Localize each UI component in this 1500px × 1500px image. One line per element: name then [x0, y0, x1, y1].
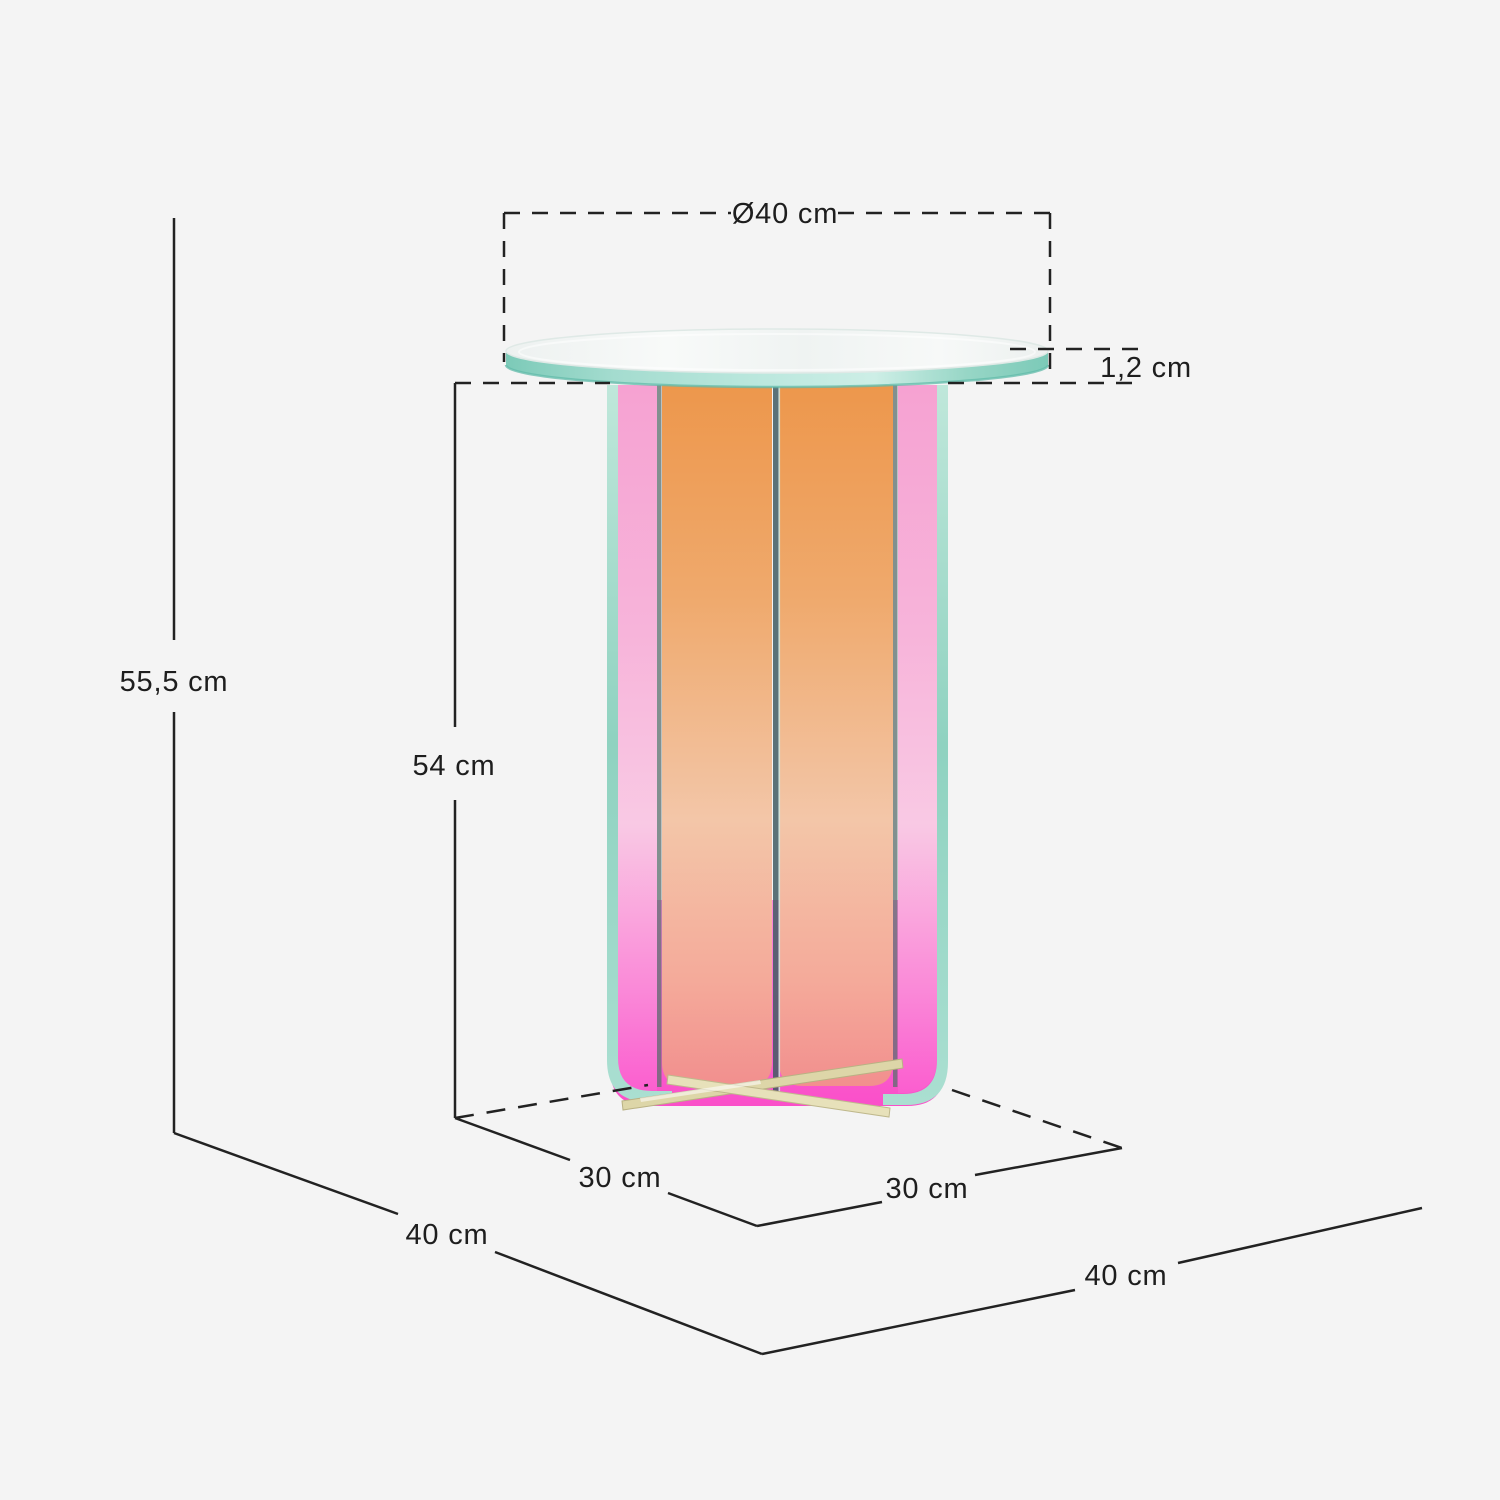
floor-footprint-dimension-lines	[172, 218, 1423, 1356]
dimension-lines	[172, 211, 1423, 1356]
leg-panel-orange-right	[779, 385, 893, 1086]
thickness-dimension-lines	[455, 347, 1148, 385]
base-footprint-dimension-lines	[453, 383, 1123, 1228]
leg-seam-right	[893, 385, 898, 1087]
thickness-label: 1,2 cm	[1100, 352, 1192, 384]
leg-glass-edge-left	[607, 385, 672, 1102]
base-cross-strip-back	[621, 1058, 904, 1111]
floor-edge-right-lower	[761, 1288, 1076, 1356]
leg-seam-left	[657, 385, 662, 1087]
base-edge-left-lower	[667, 1191, 758, 1228]
base-edge-left-upper	[454, 1116, 571, 1162]
tabletop-surface	[505, 328, 1049, 374]
floor-edge-left-lower	[494, 1250, 763, 1356]
floor-edge-left-upper	[173, 1131, 399, 1216]
base-depth-left-label: 30 cm	[579, 1162, 662, 1194]
tabletop-surface-highlight	[518, 333, 1036, 371]
base-depth-right-label: 30 cm	[886, 1173, 969, 1205]
base-cross-sheen	[640, 1080, 761, 1102]
base-edge-back-right-dashed	[951, 1088, 1123, 1150]
dimension-labels: Ø40 cm 1,2 cm 55,5 cm 54 cm 30 cm 30 cm …	[120, 198, 1192, 1292]
base-edge-right-lower	[756, 1200, 883, 1228]
total-height-label: 55,5 cm	[120, 666, 229, 698]
base-edge-right-upper	[974, 1146, 1123, 1177]
leg-seam-center	[773, 385, 779, 1097]
tabletop-rim-bottom-edge	[504, 364, 1050, 389]
leg-glass-edge-right	[883, 385, 948, 1105]
leg-panel-pink-right	[898, 385, 937, 1093]
diameter-dimension-lines	[502, 211, 1052, 380]
floor-depth-right-label: 40 cm	[1085, 1260, 1168, 1292]
base-edge-back-left-dashed	[454, 1083, 649, 1120]
leg-panel-pink-left	[618, 385, 657, 1093]
tabletop-rim	[506, 351, 1048, 387]
side-table-illustration	[504, 328, 1050, 1118]
base-cross	[621, 1058, 904, 1118]
base-cross-strip-front	[666, 1074, 891, 1118]
tabletop	[504, 328, 1050, 389]
leg-panel-orange-left	[662, 385, 772, 1086]
leg-seam-center-highlight	[778, 385, 781, 1097]
floor-edge-right-upper	[1177, 1206, 1423, 1265]
leg-height-label: 54 cm	[413, 750, 496, 782]
diameter-label: Ø40 cm	[732, 198, 838, 230]
floor-depth-left-label: 40 cm	[406, 1219, 489, 1251]
